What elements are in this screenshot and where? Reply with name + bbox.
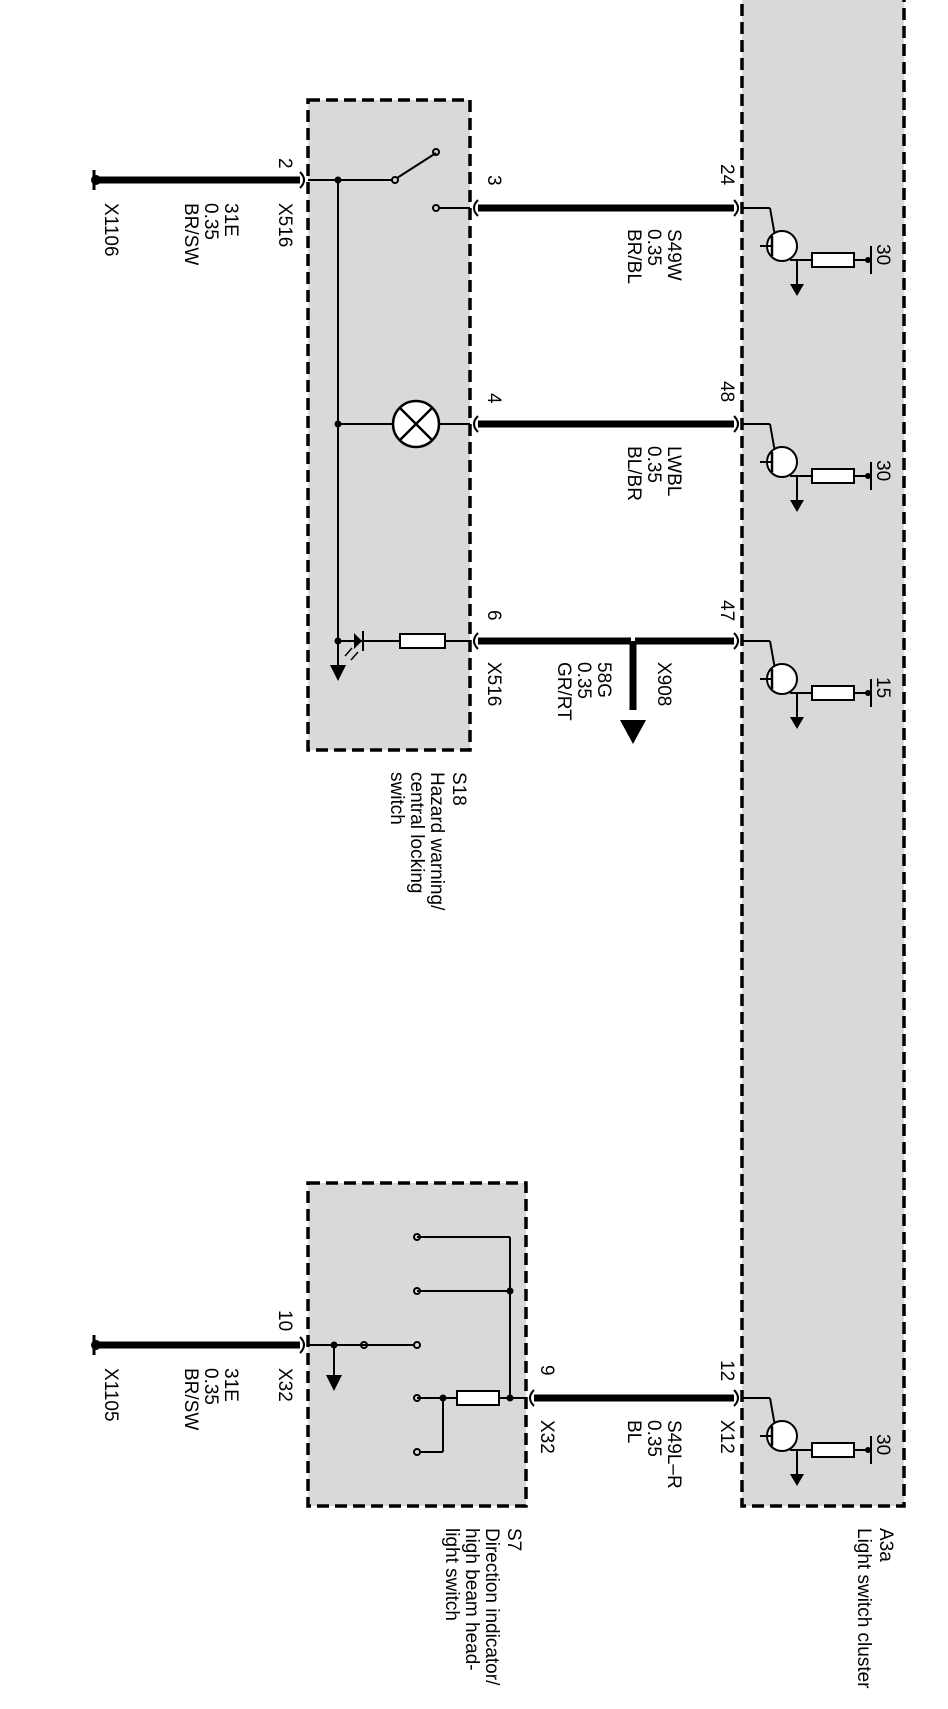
terminal-dot: [865, 257, 871, 263]
pin-47-label: 47: [716, 600, 737, 621]
terminal-dot: [865, 690, 871, 696]
pin-24-label: 24: [716, 164, 737, 186]
s7-name-2: high beam head-: [461, 1528, 482, 1671]
terminal-dot: [865, 1447, 871, 1453]
resistor-icon: [811, 468, 855, 484]
x1105-conn-label: X1105: [100, 1368, 121, 1422]
pin-6-label: 6: [483, 610, 504, 621]
c3-line2: 0.35: [573, 662, 594, 699]
plug-x12-label: X12: [716, 1420, 737, 1454]
a3a-name: Light switch cluster: [853, 1528, 874, 1689]
c2-line2: 0.35: [643, 446, 664, 483]
labels: 2 X516 31E 0.35 BR/SW X1106 10 X32 31E 0…: [100, 158, 896, 1689]
terminal-label: 15: [872, 677, 893, 698]
ground-arrow-icon: [790, 1474, 804, 1486]
s7-ref: S7: [503, 1528, 524, 1551]
c3-line3: GR/RT: [553, 662, 574, 721]
plug-x516-bottom-label: X516: [483, 662, 504, 706]
resistor-icon: [811, 1442, 855, 1458]
terminal-dot: [865, 473, 871, 479]
c1-line1: S49W: [663, 229, 684, 281]
resistor-icon: [811, 252, 855, 268]
x1106-conn-label: X1106: [100, 203, 121, 257]
x1106-line2: 0.35: [200, 203, 221, 240]
ground-arrow-icon: [790, 500, 804, 512]
x1106-line3: BR/SW: [180, 203, 201, 265]
c1-line2: 0.35: [643, 229, 664, 266]
c4-line1: S49L–R: [663, 1420, 684, 1489]
light-switch-cluster-box: [740, 0, 906, 1508]
c2-line3: BL/BR: [623, 446, 644, 501]
s18-ref: S18: [448, 772, 469, 806]
pin-4-label: 4: [483, 393, 504, 404]
x1106-line1: 31E: [220, 203, 241, 237]
s18-name-2: central locking: [406, 772, 427, 893]
pin-48-label: 48: [716, 381, 737, 402]
plug-x32-label: X32: [274, 1368, 295, 1402]
collector-lead: [769, 1397, 776, 1427]
ground-arrow-icon: [790, 284, 804, 296]
transistor-stages: 30 30 15 30: [742, 207, 893, 1486]
pin-2-label: 2: [274, 158, 295, 169]
s7-name-3: light switch: [441, 1528, 462, 1621]
collector-lead: [769, 207, 776, 237]
terminal-label: 30: [872, 244, 893, 265]
c1-line3: BR/BL: [623, 229, 644, 284]
x1105-line2: 0.35: [200, 1368, 221, 1405]
collector-lead: [769, 423, 776, 453]
a3a-ref: A3a: [875, 1528, 896, 1562]
c2-line1: LWBL: [663, 446, 684, 496]
x1105-line3: BR/SW: [180, 1368, 201, 1430]
ground-x1106: [91, 170, 305, 190]
c4-line2: 0.35: [643, 1420, 664, 1457]
hazard-switch-internal: [308, 148, 470, 681]
collector-lead: [769, 640, 776, 670]
ground-arrow-icon: [790, 717, 804, 729]
resistor-icon: [811, 685, 855, 701]
plug-x32-bottom-label: X32: [536, 1420, 557, 1454]
s7-name-1: Direction indicator/: [481, 1528, 502, 1686]
s18-name-1: Hazard warning/: [426, 772, 447, 911]
branch-x908-label: X908: [653, 662, 674, 706]
direction-switch-internal: [308, 1233, 526, 1456]
plug-x516-top-label: X516: [274, 203, 295, 247]
pin-10-label: 10: [274, 1310, 295, 1331]
x1105-line1: 31E: [220, 1368, 241, 1402]
pin-12-label: 12: [716, 1360, 737, 1381]
terminal-label: 30: [872, 1434, 893, 1455]
circuit-wires: [473, 199, 739, 1407]
c3-line1: 58G: [593, 662, 614, 698]
pin-9-label: 9: [536, 1365, 557, 1376]
terminal-label: 30: [872, 460, 893, 481]
pin-3-label: 3: [483, 175, 504, 186]
c4-line3: BL: [623, 1420, 644, 1443]
s18-name-3: switch: [386, 772, 407, 825]
ground-x1105: [91, 1335, 305, 1355]
